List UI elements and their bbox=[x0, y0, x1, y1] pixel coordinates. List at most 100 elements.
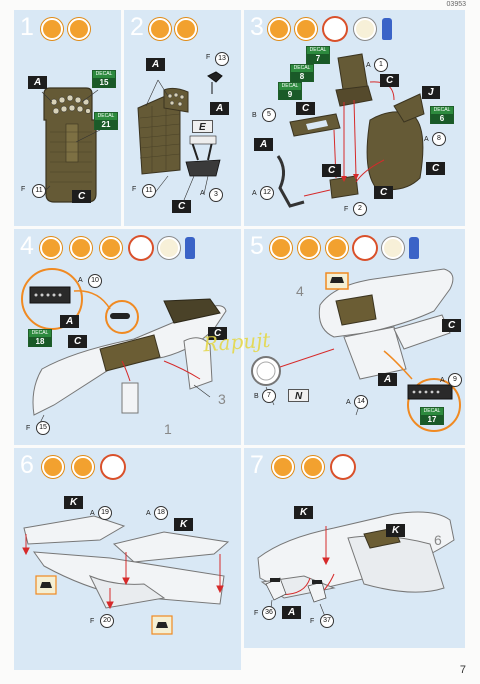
document-number: 03953 bbox=[446, 1, 466, 8]
glue-icon bbox=[268, 18, 290, 40]
glue-icon bbox=[270, 237, 292, 259]
part-a19: 19 bbox=[98, 506, 112, 520]
sprue-letter: A bbox=[200, 190, 205, 197]
part-a8: 8 bbox=[432, 132, 446, 146]
wing-fuselage-join-drawing bbox=[257, 511, 455, 625]
brush-icon bbox=[175, 18, 197, 40]
step-number: 1 bbox=[20, 13, 34, 41]
step-number: 2 bbox=[130, 13, 144, 41]
drying-time-icon bbox=[130, 237, 152, 259]
subassembly-callout: 4 bbox=[296, 283, 304, 299]
paint-code-n: N bbox=[288, 389, 310, 402]
sprue-letter: B bbox=[252, 112, 257, 119]
glue-icon bbox=[40, 237, 62, 259]
special-tool-icon bbox=[354, 18, 376, 40]
glue-icon bbox=[42, 456, 64, 478]
part-b7: 7 bbox=[262, 389, 276, 403]
step-7-panel: 7 K K 6 F 36 A F 37 bbox=[244, 448, 465, 648]
step-number: 4 bbox=[20, 232, 34, 260]
step-number: 7 bbox=[250, 451, 264, 479]
page-number: 7 bbox=[459, 664, 466, 676]
sprue-letter: F bbox=[26, 425, 31, 432]
brush-icon bbox=[68, 18, 90, 40]
drying-time-icon bbox=[324, 18, 346, 40]
sprue-letter: A bbox=[346, 399, 351, 406]
step-6-panel: 6 K A 19 A 18 K F 20 bbox=[14, 448, 241, 670]
part-a18: 18 bbox=[154, 506, 168, 520]
brush-icon bbox=[298, 237, 320, 259]
step-2-panel: 2 A F 13 A E F 11 A 3 C bbox=[124, 10, 241, 226]
part-f2: 2 bbox=[353, 202, 367, 216]
subassembly-callout: 3 bbox=[218, 391, 226, 407]
sprue-letter: F bbox=[206, 54, 211, 61]
special-tool-icon bbox=[158, 237, 180, 259]
paint-code-a: A bbox=[28, 76, 48, 89]
sprue-letter: A bbox=[146, 510, 151, 517]
part-a10: 10 bbox=[88, 274, 102, 288]
sprue-letter: A bbox=[440, 377, 445, 384]
part-a14: 14 bbox=[354, 395, 368, 409]
paint-code-a: A bbox=[60, 315, 80, 328]
part-f11: 11 bbox=[142, 184, 156, 198]
glue-icon bbox=[149, 18, 171, 40]
part-f15: 15 bbox=[36, 421, 50, 435]
wing-assembly-drawing bbox=[22, 515, 230, 635]
paint-code-c: C bbox=[172, 200, 192, 213]
instrument-panel-drawing bbox=[41, 87, 101, 203]
paint-code-a: A bbox=[146, 58, 166, 71]
brush-icon bbox=[326, 237, 348, 259]
fuselage-half-drawing bbox=[21, 268, 227, 428]
part-f11: 11 bbox=[32, 184, 46, 198]
paint-bottle-icon bbox=[409, 237, 419, 259]
subassembly-callout: 1 bbox=[164, 421, 172, 437]
sprue-letter: A bbox=[78, 277, 83, 284]
step-number: 5 bbox=[250, 232, 264, 260]
part-a9: 9 bbox=[448, 373, 462, 387]
sprue-letter: A bbox=[366, 62, 371, 69]
cockpit-floor-drawing bbox=[137, 71, 223, 201]
paint-code-k: K bbox=[294, 506, 314, 519]
paint-code-a: A bbox=[282, 606, 302, 619]
part-b5: 5 bbox=[262, 108, 276, 122]
paint-code-c: C bbox=[442, 319, 462, 332]
paint-bottle-icon bbox=[382, 18, 392, 40]
paint-code-e: E bbox=[192, 120, 213, 133]
paint-code-k: K bbox=[386, 524, 406, 537]
paint-code-j: J bbox=[422, 86, 440, 99]
paint-code-k: K bbox=[64, 496, 84, 509]
brush-icon bbox=[100, 237, 122, 259]
drying-time-icon bbox=[354, 237, 376, 259]
part-a12: 12 bbox=[260, 186, 274, 200]
paint-code-c: C bbox=[68, 335, 88, 348]
paint-code-a: A bbox=[378, 373, 398, 386]
sprue-letter: B bbox=[254, 393, 259, 400]
sprue-letter: F bbox=[21, 186, 26, 193]
sprue-letter: F bbox=[132, 186, 137, 193]
paint-code-c: C bbox=[380, 74, 400, 87]
sprue-letter: F bbox=[90, 618, 95, 625]
paint-code-a: A bbox=[210, 102, 230, 115]
brush-icon bbox=[72, 456, 94, 478]
watermark-text: Rapujt bbox=[202, 327, 272, 357]
part-f37: 37 bbox=[320, 614, 334, 628]
special-tool-icon bbox=[382, 237, 404, 259]
drying-time-icon bbox=[102, 456, 124, 478]
sprue-letter: A bbox=[424, 136, 429, 143]
part-f20: 20 bbox=[100, 614, 114, 628]
paint-code-c: C bbox=[374, 186, 394, 199]
paint-code-c: C bbox=[296, 102, 316, 115]
brush-icon bbox=[302, 456, 324, 478]
seat-assembly-drawing bbox=[276, 53, 425, 208]
brush-icon bbox=[295, 18, 317, 40]
sprue-letter: F bbox=[344, 206, 349, 213]
step-number: 3 bbox=[250, 13, 264, 41]
